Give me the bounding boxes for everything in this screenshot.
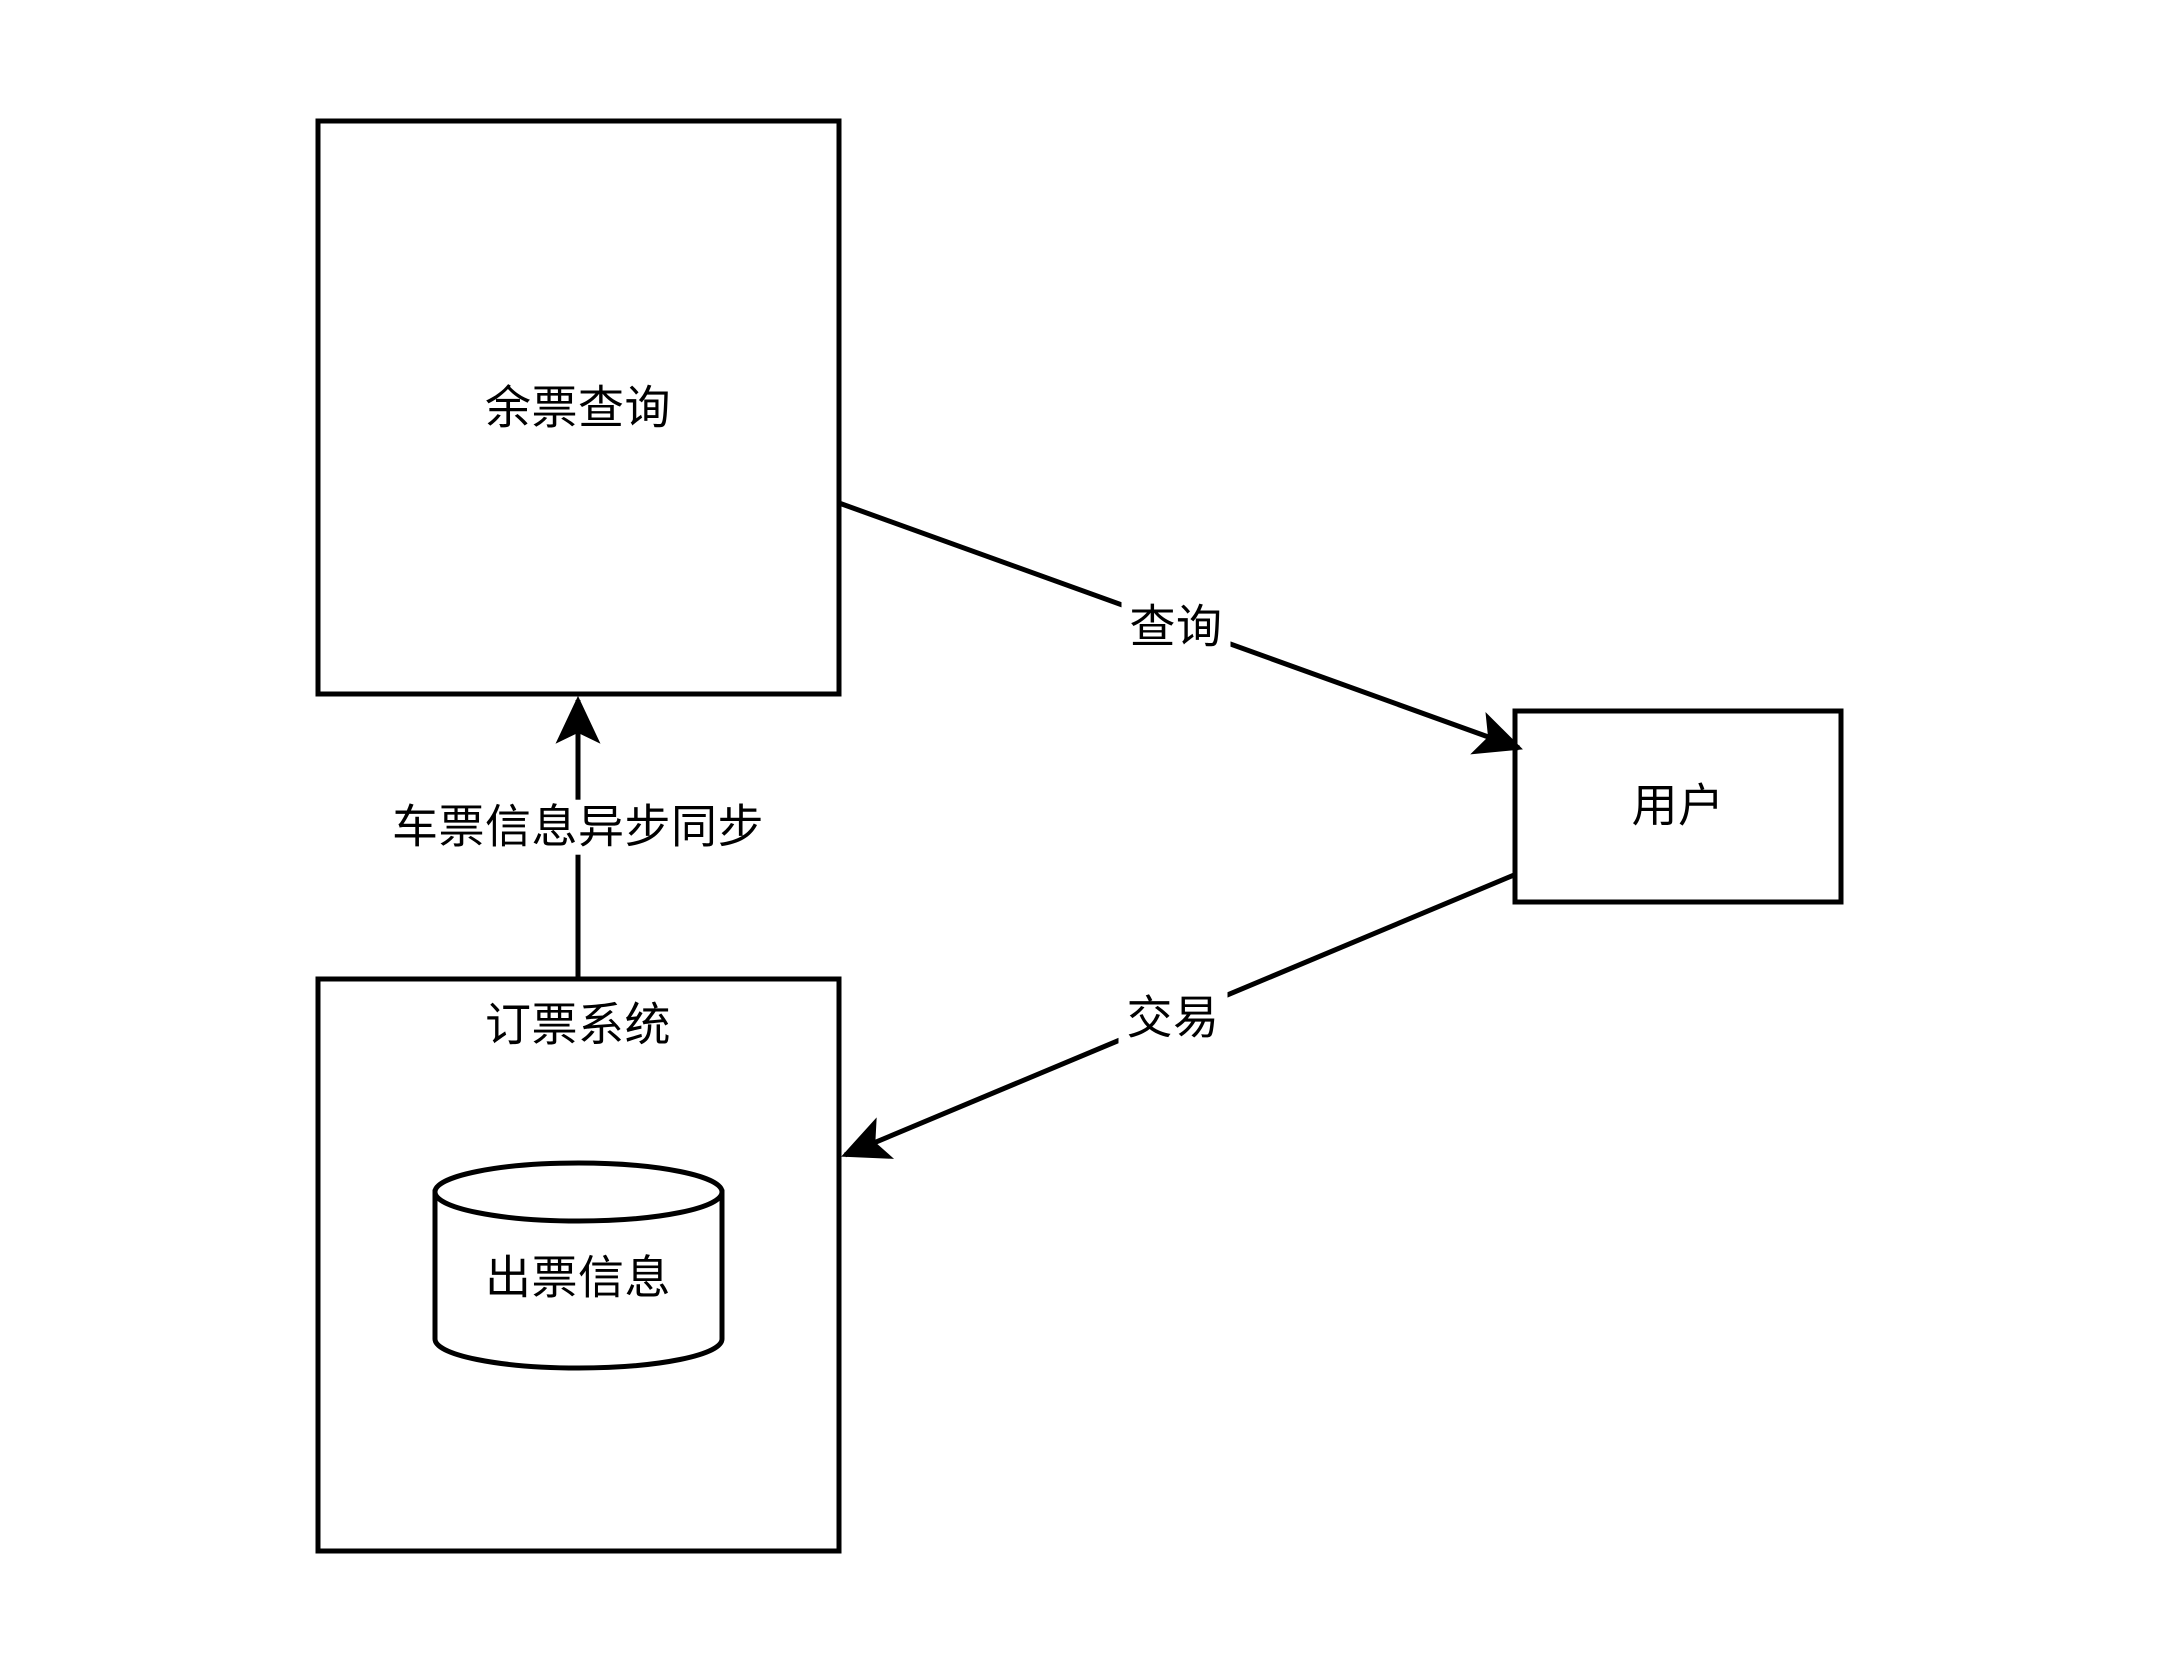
node-ticket-query-shape[interactable] bbox=[315, 118, 842, 697]
edge-query-label: 查询 bbox=[1121, 599, 1231, 655]
edge-sync-label: 车票信息异步同步 bbox=[384, 799, 772, 855]
node-user-label: 用户 bbox=[1631, 779, 1725, 832]
node-ticket-query-label: 余票查询 bbox=[485, 381, 671, 434]
node-user-shape[interactable] bbox=[1512, 708, 1844, 905]
node-ticket-info-store-label: 出票信息 bbox=[485, 1251, 671, 1304]
node-booking-system-label: 订票系统 bbox=[485, 998, 671, 1051]
edge-transaction-label: 交易 bbox=[1118, 990, 1228, 1046]
node-ticket-info-store-shape[interactable] bbox=[432, 1160, 725, 1371]
